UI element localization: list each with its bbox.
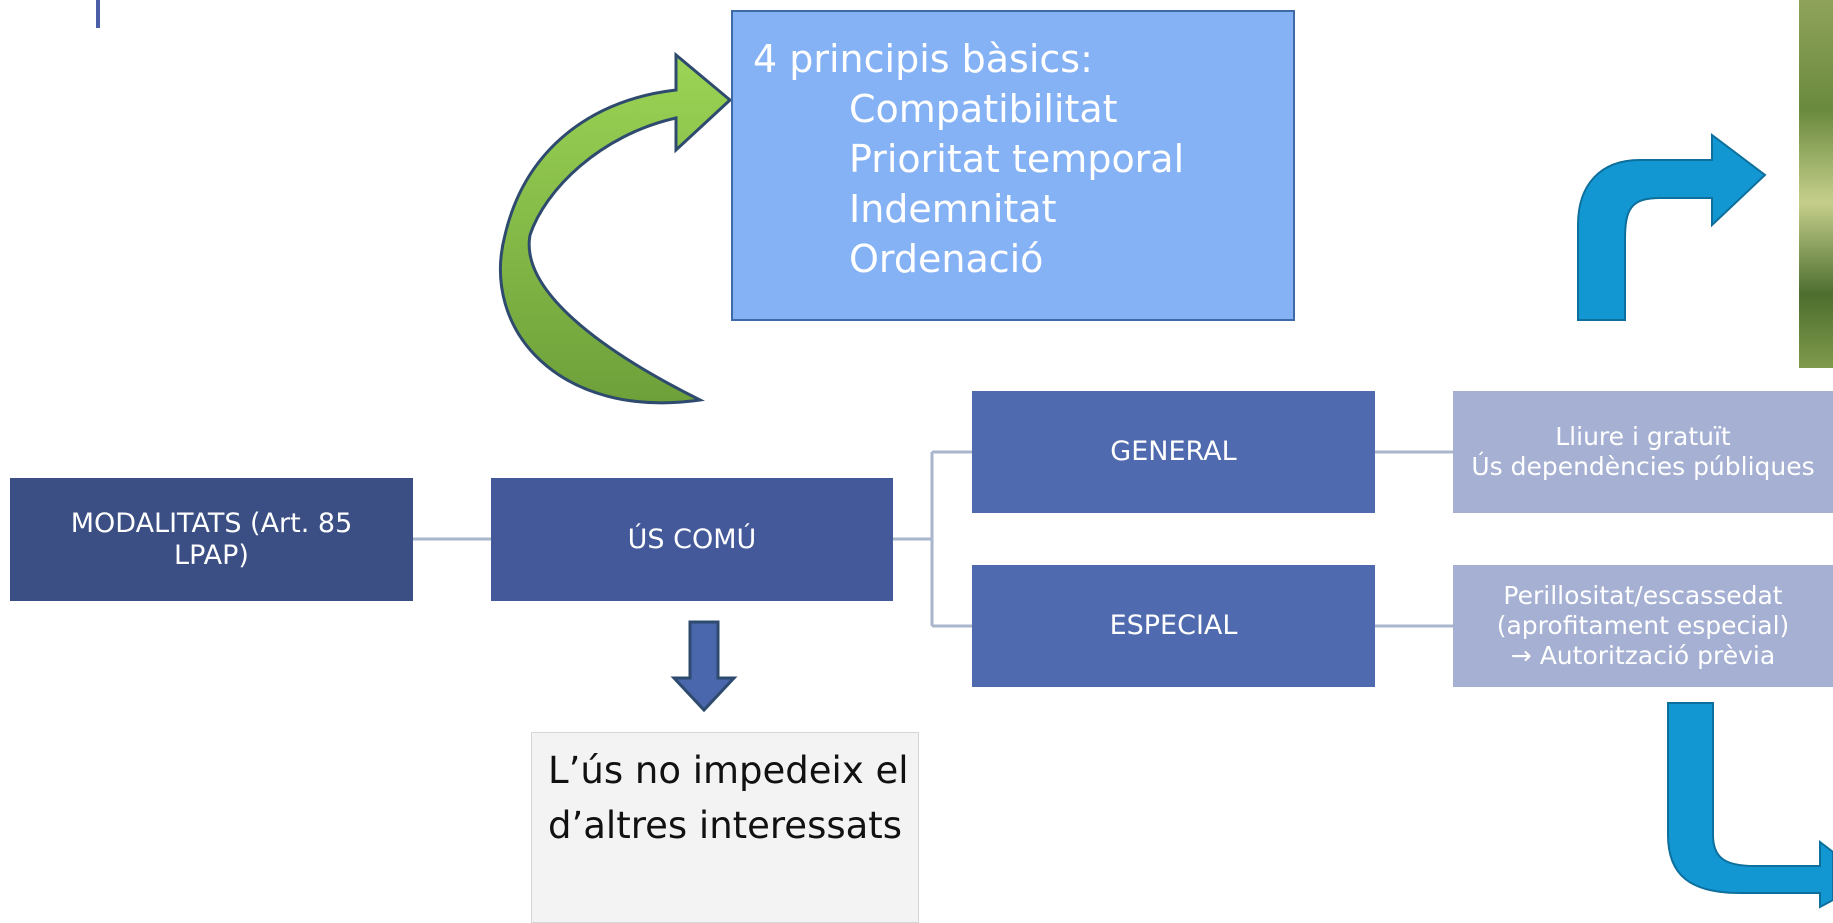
- general-detail-line: Lliure i gratuït: [1555, 422, 1731, 451]
- node-general-detail: Lliure i gratuït Ús dependències públiqu…: [1453, 391, 1833, 513]
- principle-item: Indemnitat: [849, 187, 1057, 231]
- general-detail-line: Ús dependències públiques: [1471, 452, 1815, 481]
- principle-item: Prioritat temporal: [849, 137, 1185, 181]
- node-modalitats-label: MODALITATS (Art. 85 LPAP): [70, 507, 353, 571]
- down-arrow-icon: [670, 620, 738, 713]
- node-especial-detail: Perillositat/escassedat (aprofitament es…: [1453, 565, 1833, 687]
- node-general-label: GENERAL: [1110, 436, 1237, 467]
- node-general: GENERAL: [972, 391, 1375, 513]
- principles-title: 4 principis bàsics:: [753, 37, 1093, 81]
- bent-arrow-down-right-icon: [1667, 702, 1833, 909]
- especial-detail-line: → Autorització prèvia: [1510, 641, 1776, 670]
- principle-item: Compatibilitat: [849, 87, 1118, 131]
- node-especial-label: ESPECIAL: [1109, 610, 1238, 641]
- note-text: L’ús no impedeix el d’altres interessats: [548, 749, 909, 847]
- node-us-comu-label: ÚS COMÚ: [627, 523, 757, 555]
- especial-detail-line: (aprofitament especial): [1496, 611, 1790, 640]
- curved-green-arrow-icon: [499, 51, 733, 405]
- accent-line: [96, 0, 100, 28]
- connector-lines: [413, 450, 1453, 628]
- bent-arrow-up-right-icon: [1577, 132, 1767, 321]
- note-box: L’ús no impedeix el d’altres interessats: [531, 732, 919, 923]
- node-modalitats: MODALITATS (Art. 85 LPAP): [10, 478, 413, 601]
- principles-box: 4 principis bàsics: Compatibilitat Prior…: [731, 10, 1295, 321]
- garden-photo: [1799, 0, 1833, 368]
- node-us-comu: ÚS COMÚ: [491, 478, 893, 601]
- node-especial: ESPECIAL: [972, 565, 1375, 687]
- especial-detail-line: Perillositat/escassedat: [1503, 581, 1783, 610]
- principle-item: Ordenació: [849, 237, 1044, 281]
